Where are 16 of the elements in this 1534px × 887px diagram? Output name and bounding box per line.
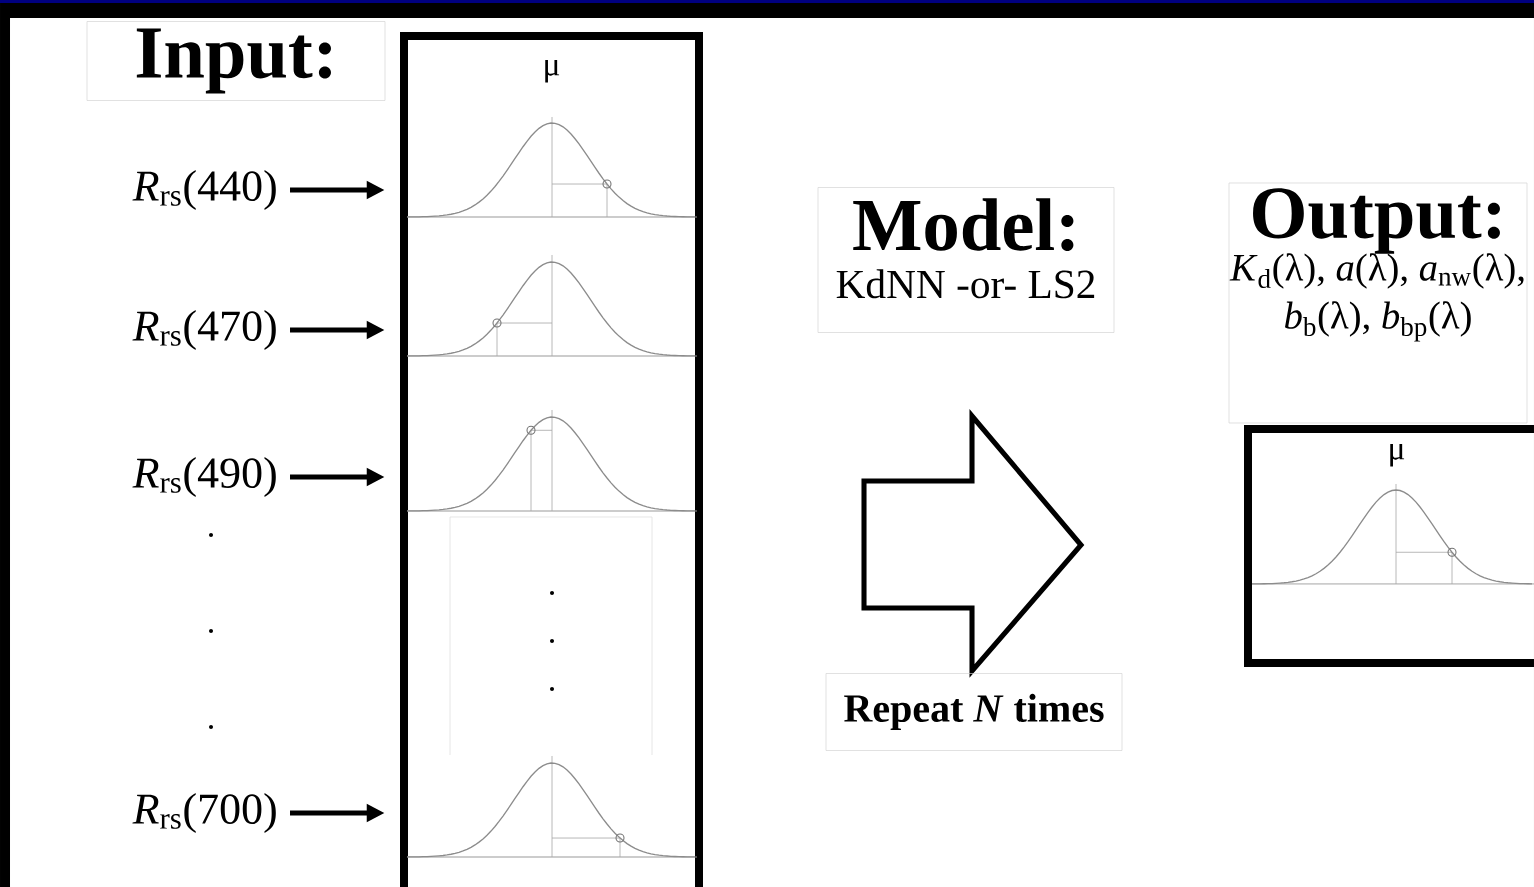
bell-curve-plot	[406, 254, 698, 357]
bell-curve-plot	[406, 755, 698, 858]
input-label: R$_{rs}$(490)	[132, 457, 276, 497]
input-label: R$_{rs}$(470)	[132, 310, 276, 350]
title-box: Input:	[86, 21, 386, 101]
bell-curve-plot	[1251, 483, 1534, 585]
distribution-frame: μ	[400, 32, 703, 887]
bell-curve-plot	[406, 116, 698, 218]
input-label: R$_{rs}$(700)	[132, 793, 276, 833]
block-arrow	[861, 409, 1085, 678]
distribution-frame: μ	[1244, 425, 1534, 667]
title-box: Output: K$_{d}$(λ), a(λ), a$_{nw}$(λ), b$_{b}$(λ), b$_{bp}$(λ)	[1228, 182, 1528, 424]
title-box: Model: KdNN -or- LS2	[817, 187, 1115, 333]
bell-curve-plot	[406, 409, 698, 512]
caption-box: Repeat N times	[825, 673, 1123, 751]
input-label: R$_{rs}$(440)	[132, 170, 276, 210]
